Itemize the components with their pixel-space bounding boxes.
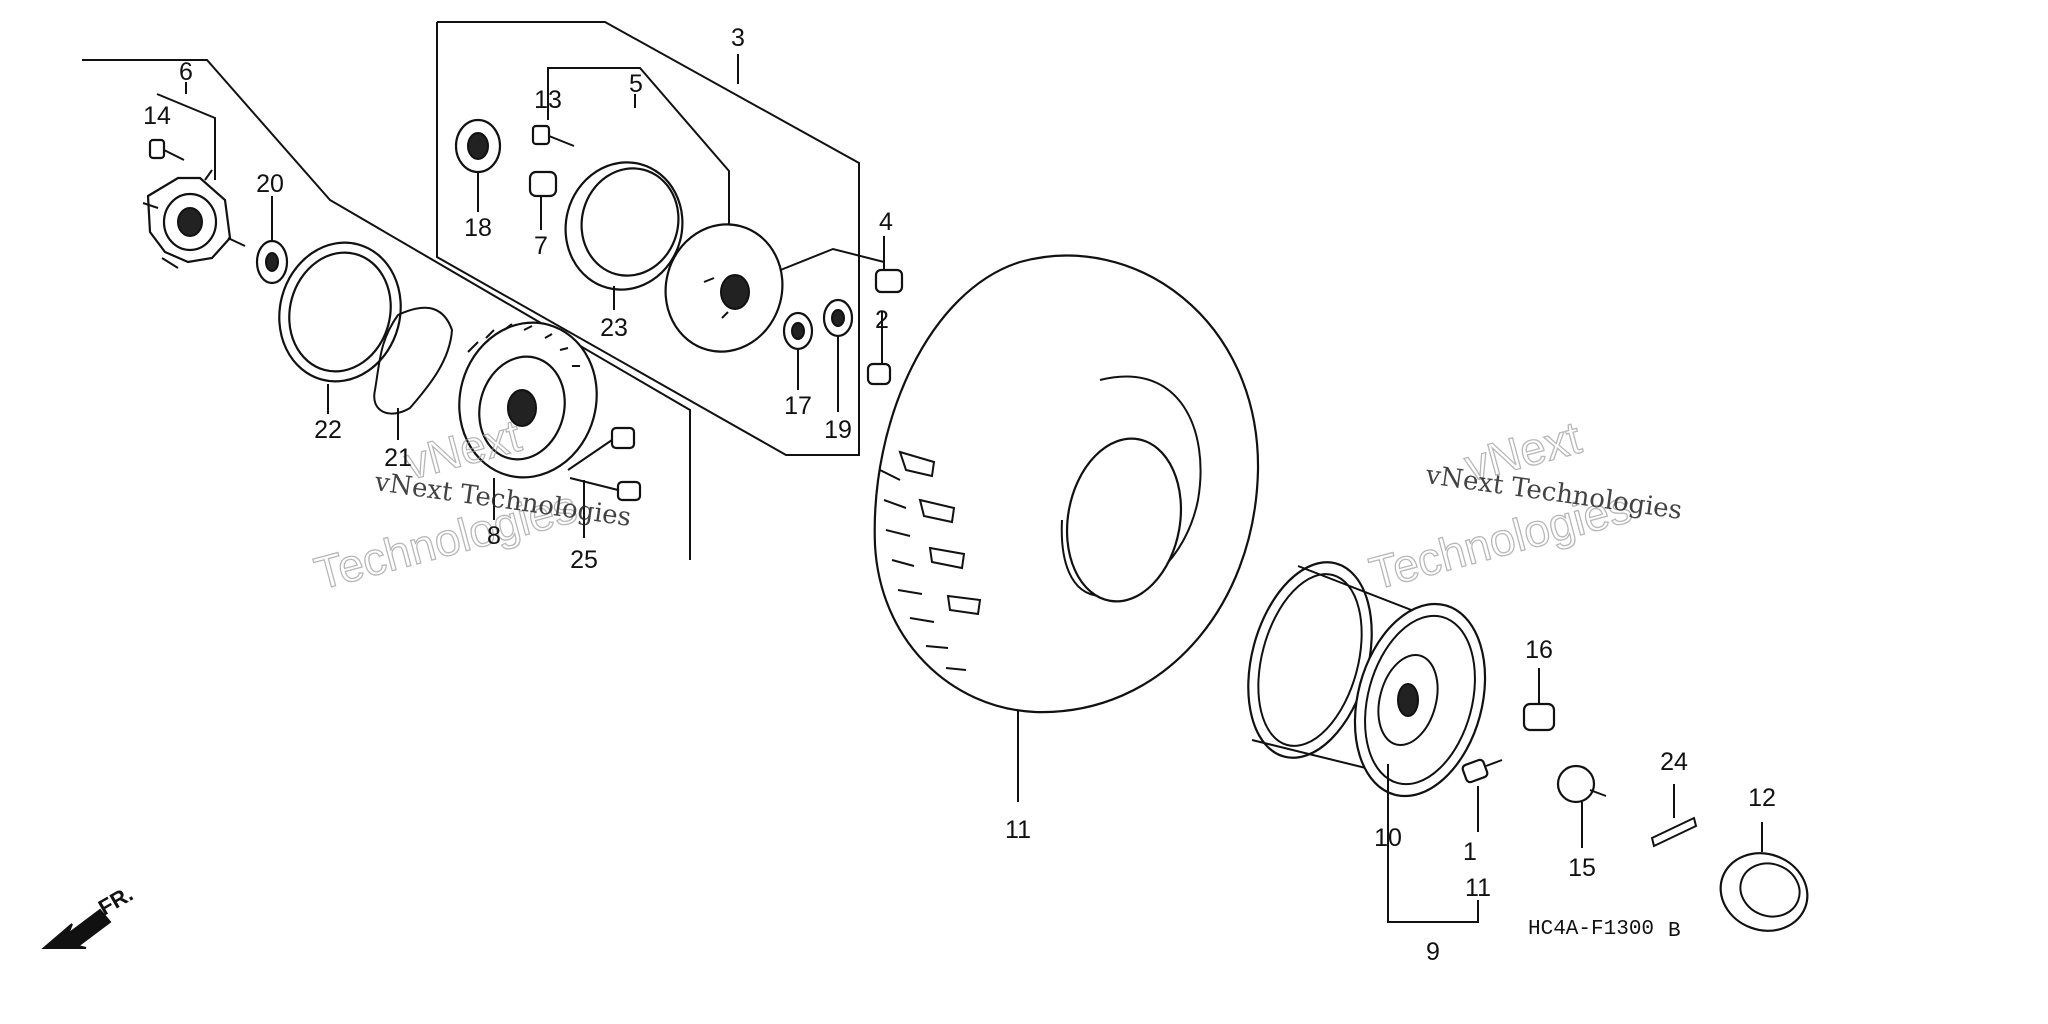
callout-23: 23 <box>600 314 628 342</box>
callout-4: 4 <box>879 208 893 236</box>
cap-part-12 <box>1719 852 1809 932</box>
callout-8: 8 <box>487 522 501 550</box>
callout-10: 10 <box>1374 824 1402 852</box>
callout-14: 14 <box>143 102 171 130</box>
seal-part-23 <box>564 161 684 291</box>
drawing-code: HC4A-F1300 <box>1528 918 1654 941</box>
valve-part-1 <box>1461 758 1503 784</box>
front-arrow-icon: FR. <box>41 881 137 949</box>
callout-16: 16 <box>1525 636 1553 664</box>
nut-part-4 <box>874 268 904 294</box>
brake-drum-part-8 <box>458 321 598 479</box>
seal-part-22 <box>278 241 402 383</box>
wheel-part-10 <box>1247 561 1487 798</box>
nut-part-2 <box>866 362 892 386</box>
drawing-code-suffix: B <box>1668 920 1681 943</box>
callout-13: 13 <box>534 86 562 114</box>
bearing-part-19 <box>822 298 854 338</box>
callout-15: 15 <box>1568 854 1596 882</box>
callout-21: 21 <box>384 444 412 472</box>
bolt-part-25 <box>567 426 642 502</box>
collar-part-7 <box>528 170 558 198</box>
callout-24: 24 <box>1660 748 1688 776</box>
callout-20: 20 <box>256 170 284 198</box>
callout-11-tire: 11 <box>1005 816 1031 844</box>
callout-6: 6 <box>179 58 193 86</box>
callout-22: 22 <box>314 416 342 444</box>
bearing-part-18 <box>454 118 502 174</box>
callout-19: 19 <box>824 416 852 444</box>
bearing-part-20 <box>255 239 289 285</box>
leader-lines <box>271 172 1763 852</box>
nut-part-16 <box>1522 702 1556 732</box>
hub-part-6 <box>142 169 246 269</box>
callout-3: 3 <box>731 24 745 52</box>
callout-12: 12 <box>1748 784 1776 812</box>
bearing-part-17 <box>782 311 814 351</box>
callout-1: 1 <box>1463 838 1477 866</box>
callout-2: 2 <box>875 306 889 334</box>
callout-7: 7 <box>534 232 548 260</box>
assembly-brackets <box>82 21 1479 923</box>
bolt-part-14 <box>148 138 185 161</box>
cap-part-15 <box>1556 764 1607 804</box>
callout-25: 25 <box>570 546 598 574</box>
bolt-part-13 <box>531 124 575 147</box>
callout-9: 9 <box>1426 938 1440 966</box>
callout-5: 5 <box>629 70 643 98</box>
callout-17: 17 <box>784 392 812 420</box>
tire-part-11 <box>873 254 1260 714</box>
o-ring-part-21 <box>373 306 454 415</box>
pin-part-24 <box>1650 816 1698 848</box>
callout-11-wheel: 11 <box>1465 874 1491 902</box>
brake-panel-part-5 <box>664 223 784 353</box>
callouts: 1 2 3 4 5 6 7 8 9 10 11 11 12 13 14 15 1… <box>143 24 1776 966</box>
callout-18: 18 <box>464 214 492 242</box>
